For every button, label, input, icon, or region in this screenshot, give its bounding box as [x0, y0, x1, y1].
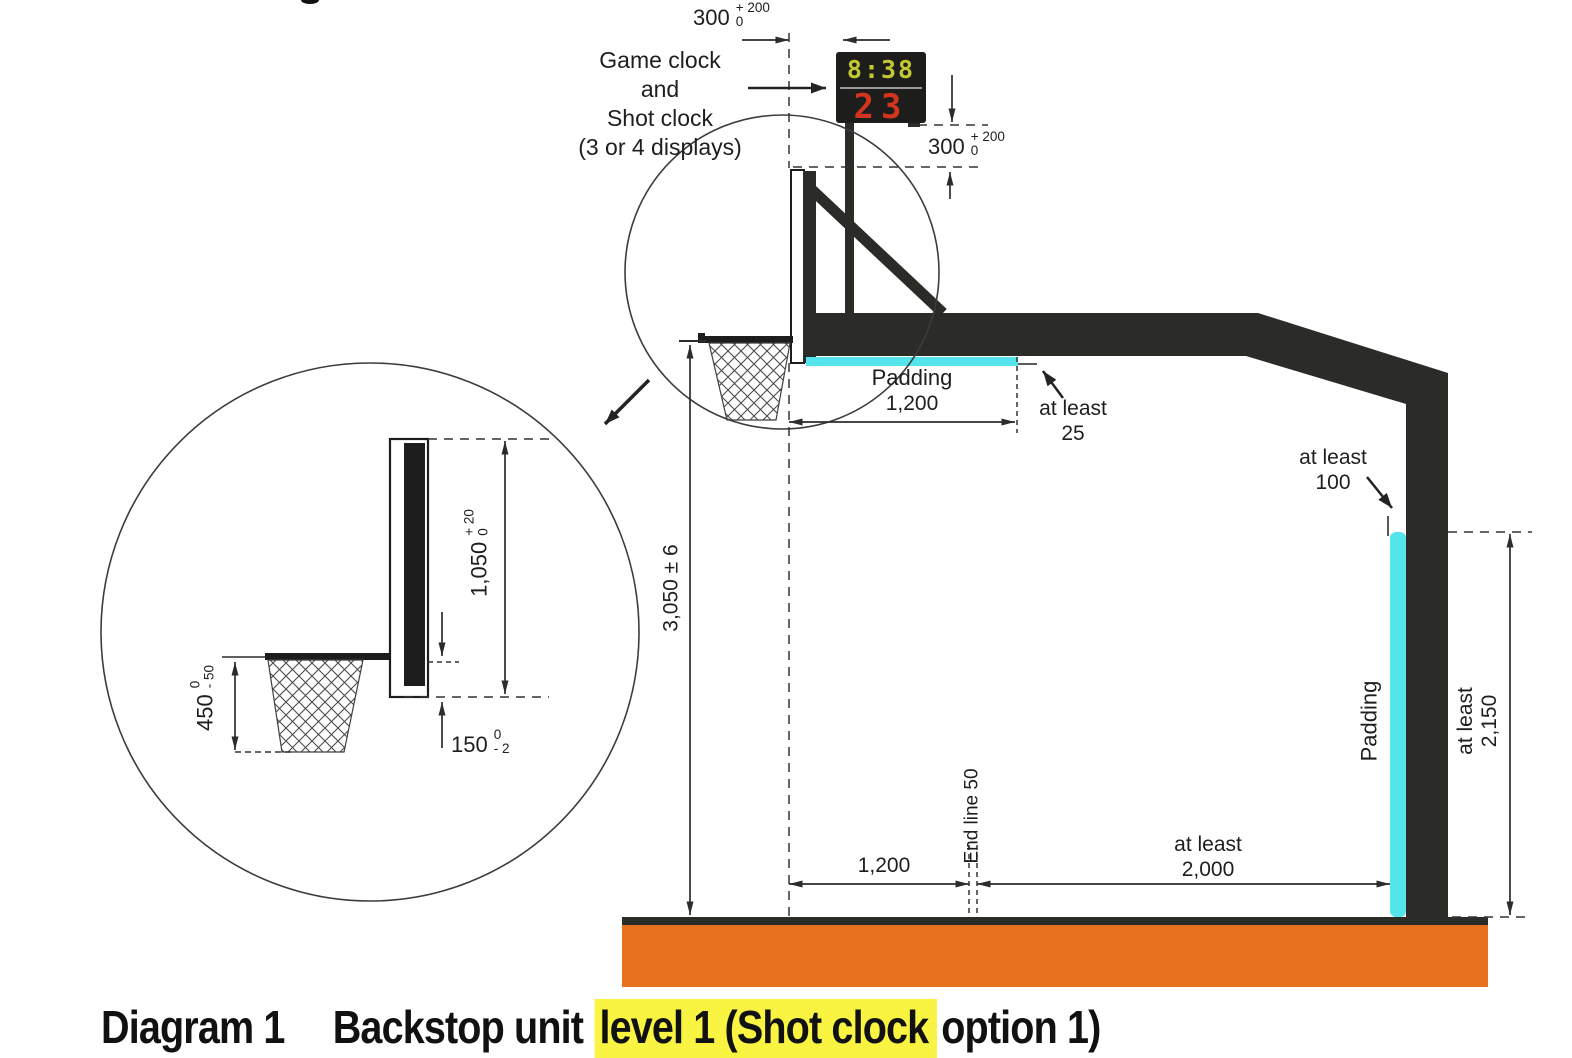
floor: [622, 917, 1488, 987]
caption-suffix: option 1): [941, 1001, 1101, 1053]
post-padding-label: Padding: [1356, 680, 1382, 762]
rim-bar: [705, 336, 793, 343]
detail-net: [267, 659, 364, 753]
dim-post-padding-height: at least 2,150: [1454, 687, 1501, 755]
atleast25-arrow: [1041, 370, 1065, 399]
game-shot-clock-display: [836, 52, 926, 123]
net: [708, 342, 791, 421]
support-arm-and-post: [803, 313, 1448, 924]
dim-padding-above-top: at least 100: [1299, 446, 1367, 494]
zoom-connector-arrow: [603, 378, 651, 426]
dim-board-height: 1,050 + 20 0: [461, 509, 492, 597]
dim-rim-height: 3,050 ± 6: [659, 544, 683, 632]
clock-pole: [845, 122, 854, 315]
arm-padding-strip: [806, 357, 1018, 366]
dim-padding-thickness: at least 25: [1039, 397, 1107, 445]
dim-post-clearance: at least 2,000: [1174, 833, 1242, 881]
dim-rim-to-board-bottom: 150 0 - 2: [451, 727, 510, 757]
rim-front-edge: [698, 333, 705, 343]
cropped-text-fragment: [301, 0, 319, 4]
detail-view: [222, 437, 430, 753]
diagonal-brace: [805, 182, 947, 318]
backboard: [790, 169, 805, 364]
dimension-lines: [231, 36, 1514, 915]
game-clock-digits: 8:38: [846, 55, 916, 84]
source-circle: [624, 114, 940, 430]
caption-diagram-number: Diagram 1: [101, 1001, 285, 1053]
pointer-arrows: [748, 82, 1393, 536]
clock-annotation: Game clock and Shot clock (3 or 4 displa…: [578, 47, 742, 160]
zoom-circles: [100, 114, 940, 902]
end-line-label: End line 50: [961, 768, 983, 864]
clock-foot: [908, 122, 920, 127]
dim-arm-padding-length: 1,200: [885, 392, 939, 415]
dim-clock-offset-top: 300 + 200 0: [693, 0, 770, 30]
dim-net-length: 450 0 - 50: [187, 665, 218, 731]
dim-clock-offset-mid: 300 + 200 0: [928, 129, 1005, 159]
caption-text: Backstop unit: [332, 1001, 584, 1053]
detail-backboard-frame: [404, 443, 425, 686]
post-padding-strip: [1390, 532, 1406, 917]
shot-clock-digits: 23: [853, 87, 909, 127]
backstop-structure: [698, 122, 1448, 924]
detail-circle: [100, 362, 640, 902]
atleast100-arrow: [1366, 476, 1393, 509]
dim-board-overhang: 1,200: [857, 854, 911, 877]
caption-highlighted-text: level 1 (Shot clock: [594, 999, 937, 1058]
detail-rim-bar: [265, 653, 390, 660]
arm-padding-label: Padding: [871, 365, 953, 390]
floor-surface: [622, 925, 1488, 987]
